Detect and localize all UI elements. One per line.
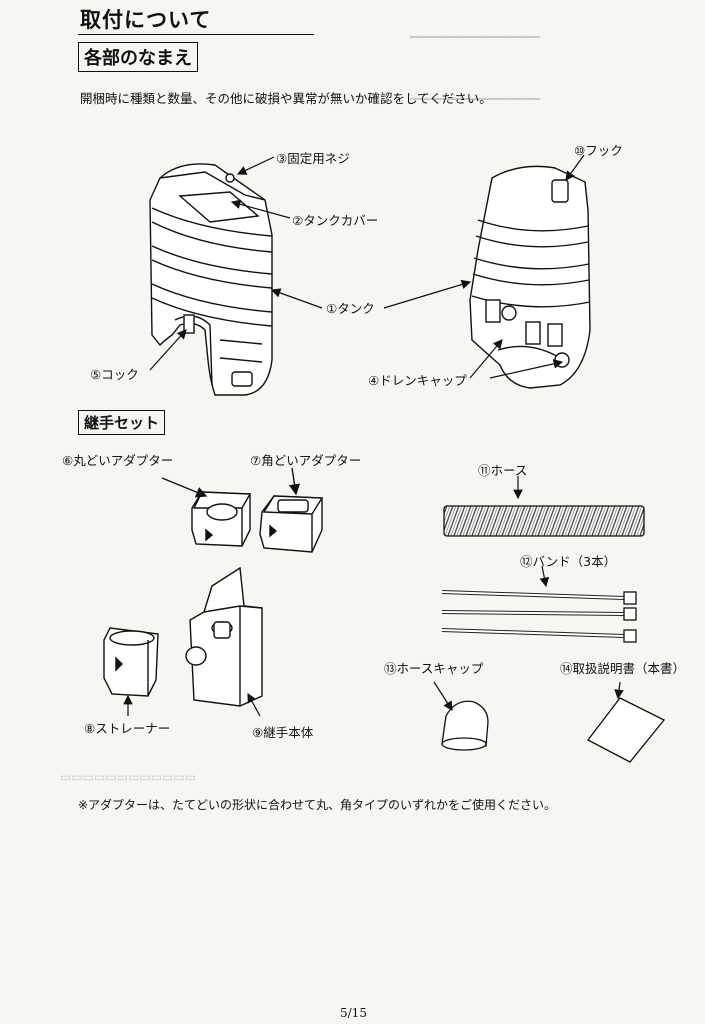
joint-body-drawing bbox=[185, 566, 263, 707]
label-manual: ⑭取扱説明書（本書） bbox=[560, 661, 686, 676]
adapter-note: ※アダプターは、たてどいの形状に合わせて丸、角タイプのいずれかをご使用ください。 bbox=[78, 798, 557, 812]
label-joint-body: ⑨継手本体 bbox=[252, 725, 314, 740]
bands-drawing bbox=[441, 565, 637, 643]
hose-cap-drawing bbox=[433, 681, 489, 751]
label-hook: ⑩フック bbox=[574, 143, 623, 158]
hose-drawing bbox=[443, 476, 645, 537]
strainer-drawing bbox=[103, 627, 159, 697]
label-hose-cap: ⑬ホースキャップ bbox=[384, 661, 484, 676]
manual-drawing bbox=[587, 681, 666, 763]
title-underline bbox=[78, 34, 314, 35]
label-drain-cap: ④ドレンキャップ bbox=[368, 373, 467, 388]
label-hose: ⑪ホース bbox=[478, 463, 528, 478]
tank-rear-drawing bbox=[469, 165, 591, 389]
leader-lines-joint bbox=[123, 692, 261, 717]
label-strainer: ⑧ストレーナー bbox=[84, 721, 171, 736]
section-heading-joint-set: 継手セット bbox=[78, 410, 166, 435]
show-through-text: ━━━━━━━━━━━━━━━━━━ bbox=[410, 92, 541, 106]
square-adapter-drawing bbox=[259, 467, 324, 553]
section-heading-parts: 各部のなまえ bbox=[78, 42, 198, 72]
label-tank-cover: ②タンクカバー bbox=[292, 213, 379, 228]
page-number: 5/15 bbox=[340, 1006, 367, 1020]
tank-front-drawing bbox=[149, 163, 273, 396]
show-through-text: ━━━━━━━━━━━━━━━━━━ bbox=[410, 30, 541, 44]
label-cock: ⑤コック bbox=[90, 367, 139, 382]
label-round-adapter: ⑥丸どいアダプター bbox=[62, 453, 174, 468]
leader-lines-tank bbox=[149, 154, 585, 379]
label-square-adapter: ⑦角どいアダプター bbox=[250, 453, 362, 468]
round-adapter-drawing bbox=[161, 477, 252, 547]
intro-text: 開梱時に種類と数量、その他に破損や異常が無いか確認をしてください。 bbox=[80, 91, 492, 106]
show-through-text: ▭▭▭▭▭▭▭▭▭▭▭▭ bbox=[60, 770, 197, 784]
page-title: 取付について bbox=[80, 8, 212, 32]
label-band: ⑫バンド（3本） bbox=[520, 554, 617, 569]
label-fixing-screw: ③固定用ネジ bbox=[276, 151, 350, 166]
label-tank: ①タンク bbox=[326, 301, 375, 316]
